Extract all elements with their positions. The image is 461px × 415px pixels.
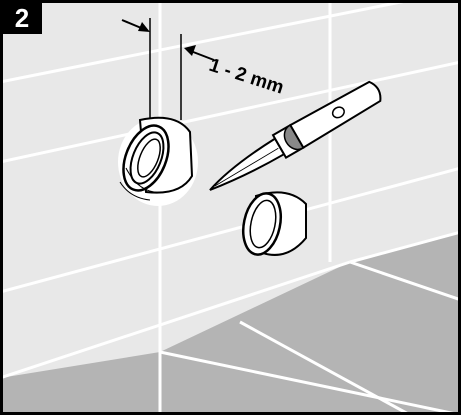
dimension-arrow-icon (121, 19, 215, 61)
ring-icon (242, 191, 307, 256)
dimension-extension-lines (149, 18, 182, 128)
pipe-flange-icon (118, 116, 198, 206)
floor-tiles (0, 232, 461, 415)
step-number: 2 (15, 3, 29, 33)
step-badge (2, 2, 42, 34)
knife-icon (209, 80, 382, 191)
